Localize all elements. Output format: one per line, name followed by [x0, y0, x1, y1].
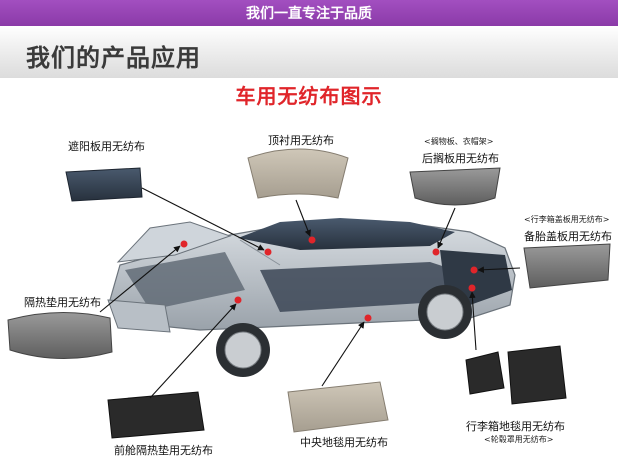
top-banner: 我们一直专注于品质	[0, 0, 618, 26]
car-body	[107, 218, 516, 377]
spare-cover-part	[523, 243, 611, 289]
diagram-title: 车用无纺布图示	[235, 84, 383, 108]
hood-pad-part	[7, 311, 113, 360]
heading-band	[0, 26, 618, 78]
label-spare: 备胎盖板用无纺布	[524, 230, 612, 243]
label-trunk: 行李箱地毯用无纺布	[466, 420, 565, 433]
label-center: 中央地毯用无纺布	[300, 436, 388, 449]
label-hood: 隔热垫用无纺布	[24, 296, 101, 309]
sunvisor-part	[65, 167, 143, 202]
label-parcel-note: <搁物板、衣帽架>	[424, 137, 494, 146]
parcel-shelf-part	[409, 167, 501, 206]
label-front: 前舱隔热垫用无纺布	[114, 444, 213, 457]
leader-arrows	[99, 187, 521, 399]
label-parcel: 后搁板用无纺布	[422, 152, 499, 165]
trunk-carpet-part	[465, 345, 567, 405]
label-trunk-note: <行李箱盖板用无纺布>	[524, 215, 610, 224]
label-wheel-note: <轮毂罩用无纺布>	[484, 435, 554, 444]
front-pad-part	[107, 391, 205, 439]
label-headliner: 顶衬用无纺布	[268, 134, 334, 147]
headliner-part	[247, 148, 349, 199]
banner-text: 我们一直专注于品质	[246, 6, 372, 22]
center-carpet-part	[287, 381, 389, 433]
part-markers	[180, 236, 478, 322]
label-sunvisor: 遮阳板用无纺布	[68, 140, 145, 153]
page-heading: 我们的产品应用	[26, 44, 201, 72]
